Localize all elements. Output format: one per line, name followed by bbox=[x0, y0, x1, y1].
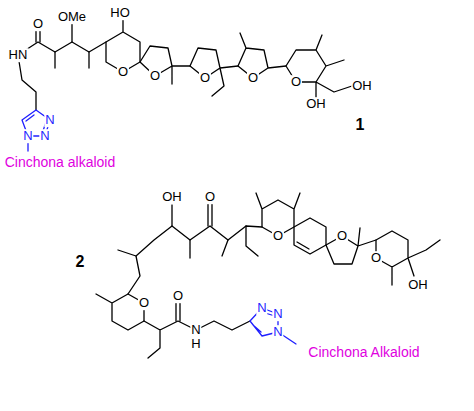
atom-label: O bbox=[117, 65, 129, 79]
compound-number: 2 bbox=[75, 254, 86, 271]
compound-number: 1 bbox=[355, 117, 366, 134]
substituent-label: OH bbox=[351, 79, 373, 93]
atom-label: H bbox=[190, 337, 201, 351]
atom-label: O bbox=[204, 190, 216, 204]
substituent-label: OH bbox=[161, 190, 183, 204]
atom-label: N bbox=[256, 301, 267, 315]
ring bbox=[190, 48, 238, 96]
bond bbox=[144, 321, 250, 358]
substituent-name: Cinchona alkaloid bbox=[3, 155, 118, 170]
ring bbox=[286, 35, 352, 98]
bond bbox=[128, 226, 262, 294]
atom-label: O bbox=[370, 251, 382, 265]
atom-label: O bbox=[336, 229, 348, 243]
atom-label: HN bbox=[8, 48, 29, 62]
atom-label: O bbox=[138, 296, 150, 310]
atom-label: N bbox=[272, 307, 283, 321]
bond bbox=[118, 205, 258, 258]
atom-label: O bbox=[149, 69, 161, 83]
bond bbox=[18, 42, 106, 55]
ring bbox=[96, 294, 144, 330]
ring bbox=[140, 46, 190, 84]
atom-label: O bbox=[290, 75, 302, 89]
double-bond bbox=[208, 204, 212, 226]
atom-label: N bbox=[22, 129, 33, 143]
double-bond bbox=[176, 302, 180, 321]
ring bbox=[326, 228, 376, 264]
ring bbox=[376, 231, 440, 285]
bond bbox=[55, 24, 89, 68]
atom-label: O bbox=[172, 289, 184, 303]
compound-2-skeleton bbox=[96, 193, 440, 358]
substituent-label: HO bbox=[109, 6, 131, 20]
substituent-name: Cinchona Alkaloid bbox=[306, 345, 421, 360]
compound-1-skeleton bbox=[18, 18, 352, 151]
substituent-label: OH bbox=[407, 278, 429, 292]
atom-label: N bbox=[190, 323, 201, 337]
atom-label: O bbox=[272, 229, 284, 243]
atom-label: N bbox=[39, 129, 50, 143]
substituent-label: OH bbox=[305, 97, 327, 111]
substituent-label: OMe bbox=[57, 10, 87, 24]
atom-label: O bbox=[199, 71, 211, 85]
atom-label: N bbox=[44, 113, 55, 127]
ring bbox=[106, 18, 140, 72]
atom-label: O bbox=[247, 71, 259, 85]
atom-label: N bbox=[272, 325, 283, 339]
bond bbox=[18, 55, 36, 110]
ring bbox=[294, 218, 326, 254]
ring bbox=[238, 33, 286, 78]
atom-label: O bbox=[32, 17, 44, 31]
